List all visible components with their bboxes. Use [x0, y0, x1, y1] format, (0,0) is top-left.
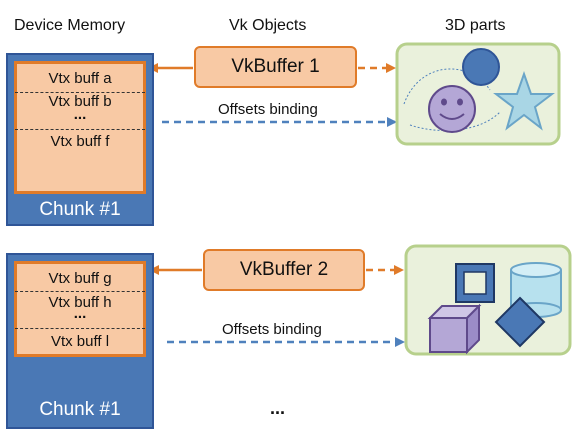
buffer-divider	[15, 291, 145, 292]
buffer-divider	[15, 92, 145, 93]
vertex-buffer-block-2: Vtx buff g Vtx buff h ... Vtx buff l	[14, 261, 146, 357]
diamond-icon	[494, 296, 546, 348]
offsets-binding-label-1: Offsets binding	[218, 101, 318, 118]
header-device-memory: Device Memory	[14, 17, 126, 34]
offsets-binding-label-2: Offsets binding	[222, 321, 322, 338]
chunk-label: Chunk #1	[39, 199, 121, 220]
vertex-buffer-item: Vtx buff a	[48, 70, 112, 87]
buffer-divider	[15, 328, 145, 329]
circle-icon	[462, 48, 500, 86]
vertex-buffer-ellipsis: ...	[73, 106, 87, 123]
header-3d-parts: 3D parts	[445, 17, 506, 34]
vertex-buffer-item: Vtx buff h	[48, 294, 112, 311]
star-icon	[493, 70, 555, 131]
chunk-label: Chunk #1	[39, 399, 121, 420]
memory-chunk-2: Vtx buff g Vtx buff h ... Vtx buff l Chu…	[6, 253, 154, 429]
vertex-buffer-item: Vtx buff b	[48, 93, 112, 110]
cube-icon	[427, 303, 482, 355]
memory-chunk-1: Vtx buff a Vtx buff b ... Vtx buff f Chu…	[6, 53, 154, 226]
square-frame-icon	[455, 263, 495, 303]
cylinder-icon	[510, 262, 562, 318]
more-groups-ellipsis: ...	[270, 398, 286, 418]
header-vk-objects: Vk Objects	[229, 17, 307, 34]
smiley-icon	[428, 85, 476, 133]
vkbuffer-1-box: VkBuffer 1	[194, 46, 357, 88]
vertex-buffer-item: Vtx buff l	[50, 333, 110, 350]
vertex-buffer-block-1: Vtx buff a Vtx buff b ... Vtx buff f	[14, 61, 146, 194]
buffer-divider	[15, 129, 145, 130]
vertex-buffer-ellipsis: ...	[73, 305, 87, 322]
vertex-buffer-item: Vtx buff f	[50, 133, 110, 150]
vkbuffer-2-box: VkBuffer 2	[203, 249, 365, 291]
vertex-buffer-item: Vtx buff g	[48, 270, 112, 287]
